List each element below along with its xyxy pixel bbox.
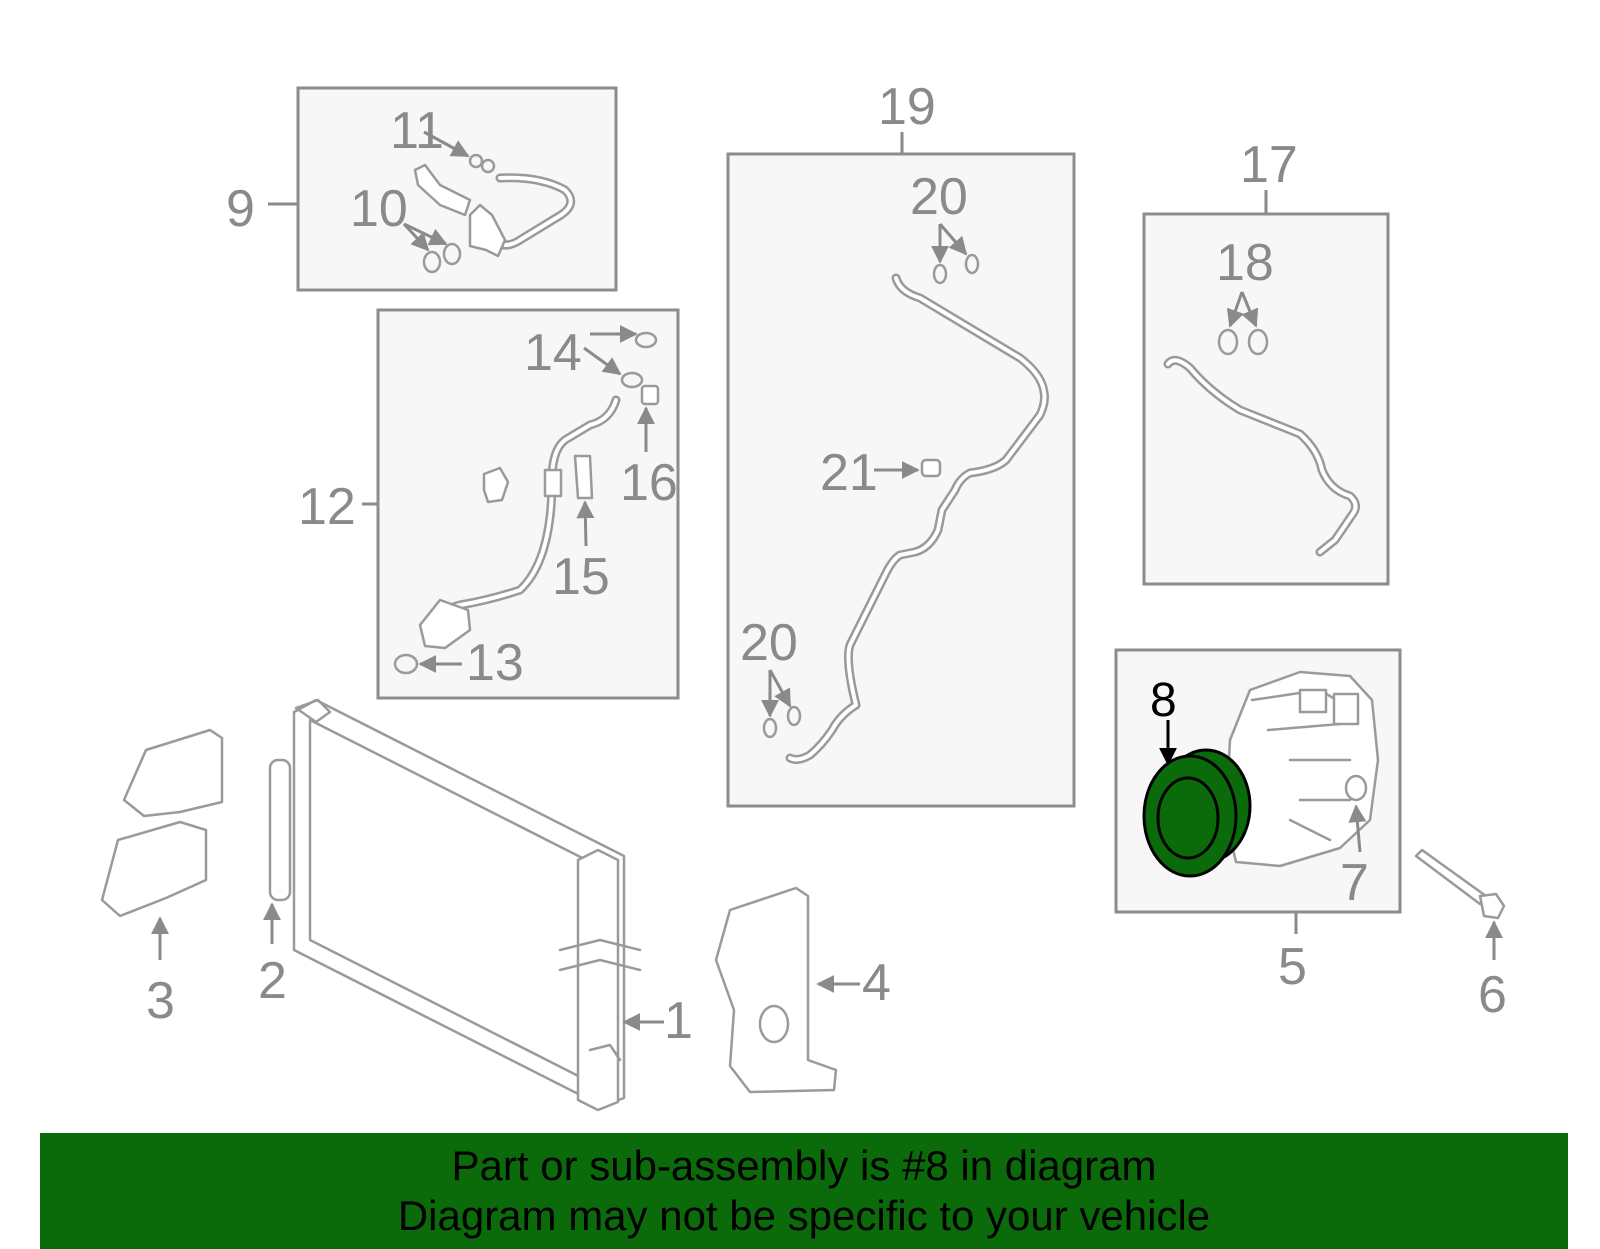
callout-4: 4 [862, 954, 891, 1012]
bolt-6: 6 [1414, 848, 1507, 1024]
callout-10: 10 [350, 180, 408, 238]
callout-17: 17 [1240, 136, 1298, 194]
box-17-suction-line: 17 18 [1142, 136, 1390, 586]
callout-15: 15 [552, 548, 610, 606]
callout-11: 11 [390, 102, 444, 160]
callout-2: 2 [258, 952, 287, 1010]
callout-6: 6 [1478, 966, 1507, 1024]
callout-21: 21 [820, 444, 878, 502]
callout-20-top: 20 [910, 168, 968, 226]
callout-19: 19 [878, 78, 936, 136]
callout-7: 7 [1340, 854, 1369, 912]
callout-16: 16 [620, 454, 678, 512]
callout-13: 13 [466, 634, 524, 692]
condenser-1: 2 1 [258, 698, 693, 1112]
air-guide-4: 4 [714, 886, 891, 1094]
banner-line-1: Part or sub-assembly is #8 in diagram [451, 1142, 1157, 1189]
box-19-liquid-line: 19 20 21 20 [726, 78, 1076, 808]
callout-14: 14 [524, 324, 582, 382]
callout-18: 18 [1216, 234, 1274, 292]
callout-12: 12 [298, 478, 356, 536]
info-banner: Part or sub-assembly is #8 in diagram Di… [40, 1133, 1568, 1249]
box-12-hose-assembly: 14 16 15 13 12 [298, 308, 680, 700]
callout-9: 9 [226, 180, 255, 238]
box-5-compressor: 8 7 5 [1114, 648, 1402, 996]
callout-3: 3 [146, 972, 175, 1030]
box-9-hose-assembly: 11 10 9 [226, 86, 618, 292]
air-guide-3: 3 [100, 728, 224, 1030]
callout-20-bottom: 20 [740, 614, 798, 672]
callout-1: 1 [664, 992, 693, 1050]
callout-8-highlighted: 8 [1150, 674, 1177, 727]
banner-line-2: Diagram may not be specific to your vehi… [397, 1192, 1211, 1239]
callout-5: 5 [1278, 938, 1307, 996]
clutch-pulley-highlighted [1142, 748, 1252, 878]
